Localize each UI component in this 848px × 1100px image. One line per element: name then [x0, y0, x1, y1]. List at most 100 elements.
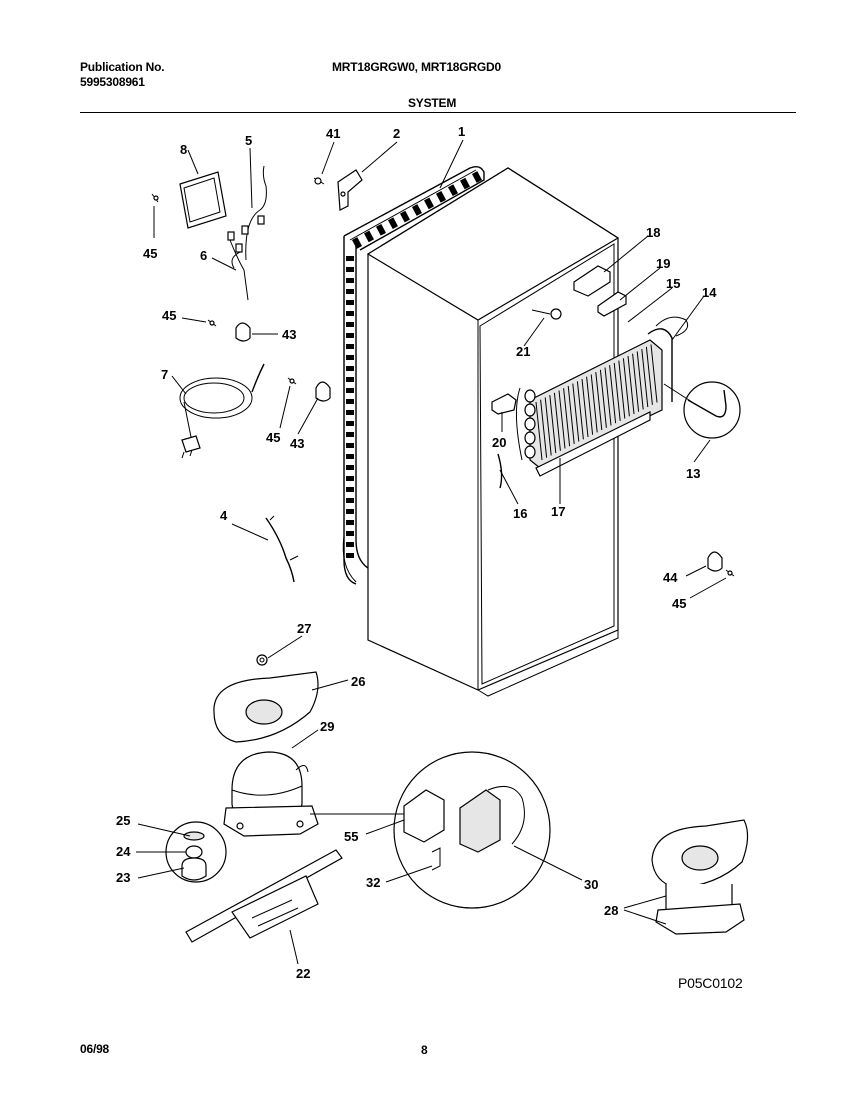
callout-17: 17 [551, 504, 565, 519]
evaporator-fin [540, 399, 548, 458]
evaporator-fin [645, 346, 653, 405]
callout-21: 21 [516, 344, 530, 359]
refrigerator-cabinet [366, 167, 620, 697]
evaporator-assembly [515, 316, 689, 477]
coil-segment [412, 204, 422, 216]
part-4-tube [265, 515, 299, 583]
evaporator-fin [567, 385, 575, 444]
callout-45-a: 45 [143, 246, 157, 261]
part-5-6-wire-harness [227, 165, 267, 301]
part-8-cover [179, 171, 227, 229]
detail-circle-relay [310, 751, 551, 909]
detail-circle-13 [663, 381, 741, 439]
coil-segment [346, 531, 354, 536]
evaporator-tube-bend [524, 417, 536, 431]
page-number: 8 [421, 1043, 428, 1057]
evaporator-fin [622, 358, 630, 417]
coil-segment [346, 487, 354, 492]
evaporator-tube-bend [524, 403, 536, 417]
coil-segment [346, 333, 354, 338]
part-43-clip-top [235, 322, 251, 342]
evaporator-fin [544, 397, 552, 456]
coil-segment [346, 278, 354, 283]
screws-45 [151, 193, 735, 577]
footer-date: 06/98 [80, 1042, 110, 1056]
part-29-compressor [223, 751, 319, 837]
callout-18: 18 [646, 225, 660, 240]
leader-lines [136, 139, 727, 965]
evaporator-tube-bend [524, 445, 536, 459]
evaporator-fin [595, 372, 603, 431]
coil-segment [346, 465, 354, 470]
callout-29: 29 [320, 719, 334, 734]
callout-25: 25 [116, 813, 130, 828]
publication-label: Publication No. [80, 60, 165, 74]
evaporator-fin [558, 390, 566, 449]
callout-6: 6 [200, 248, 207, 263]
evaporator-fin [581, 378, 589, 438]
callout-45-d: 45 [672, 596, 686, 611]
part-7-power-cord [179, 363, 265, 459]
coil-segment [346, 542, 354, 547]
part-26-drain-pan [213, 671, 319, 743]
evaporator-fin [650, 344, 658, 403]
coil-segment [346, 520, 354, 525]
coil-segment [346, 553, 354, 558]
evaporator-fin [618, 360, 626, 419]
evaporator-fin [627, 355, 635, 415]
part-41-screw [313, 177, 325, 185]
coil-segment [376, 223, 386, 236]
part-44-clip [707, 551, 723, 572]
coil-segment [346, 432, 354, 437]
coil-segment [364, 230, 374, 243]
coil-segment [346, 410, 354, 415]
callout-2: 2 [393, 126, 400, 141]
callout-19: 19 [656, 256, 670, 271]
callout-8: 8 [180, 142, 187, 157]
callout-16: 16 [513, 506, 527, 521]
callout-44: 44 [663, 570, 678, 585]
callout-13: 13 [686, 466, 700, 481]
evaporator-fin [609, 365, 617, 424]
evaporator-tube-bend [524, 431, 536, 445]
coil-segment [346, 388, 354, 393]
callout-45-b: 45 [162, 308, 176, 323]
coil-segment [346, 267, 354, 272]
diagram-code: P05C0102 [678, 975, 743, 991]
evaporator-fin [604, 367, 612, 426]
callout-23: 23 [116, 870, 130, 885]
coil-segment [436, 190, 446, 203]
coil-segment [352, 237, 362, 249]
coil-segment [448, 184, 458, 197]
coil-segment [346, 311, 354, 316]
callout-41: 41 [326, 126, 340, 141]
evaporator-fin [553, 392, 561, 451]
header-rule [80, 112, 796, 113]
evaporator-fin [586, 376, 594, 435]
part-18-19-controls [573, 265, 627, 317]
coil-segment [346, 421, 354, 426]
callout-24: 24 [116, 844, 131, 859]
callout-15: 15 [666, 276, 680, 291]
part-27-grommet [256, 654, 268, 666]
callout-55: 55 [344, 829, 358, 844]
callout-1: 1 [458, 124, 465, 139]
callout-30: 30 [584, 877, 598, 892]
part-21-20-16-small-parts [491, 308, 562, 489]
coil-segment [346, 399, 354, 404]
callout-43-a: 43 [282, 327, 296, 342]
evaporator-fin [613, 362, 621, 421]
condenser-coil [342, 165, 485, 585]
coil-segment [346, 322, 354, 327]
callout-45-c: 45 [266, 430, 280, 445]
evaporator-fin [535, 401, 543, 461]
evaporator-fin [641, 349, 649, 408]
evaporator-fin [563, 388, 571, 447]
callout-4: 4 [220, 508, 228, 523]
coil-segment [460, 177, 470, 190]
coil-segment [346, 476, 354, 481]
part-22-mounting-rail [185, 849, 343, 943]
model-numbers: MRT18GRGW0, MRT18GRGD0 [332, 60, 501, 74]
publication-number: 5995308961 [80, 75, 145, 89]
